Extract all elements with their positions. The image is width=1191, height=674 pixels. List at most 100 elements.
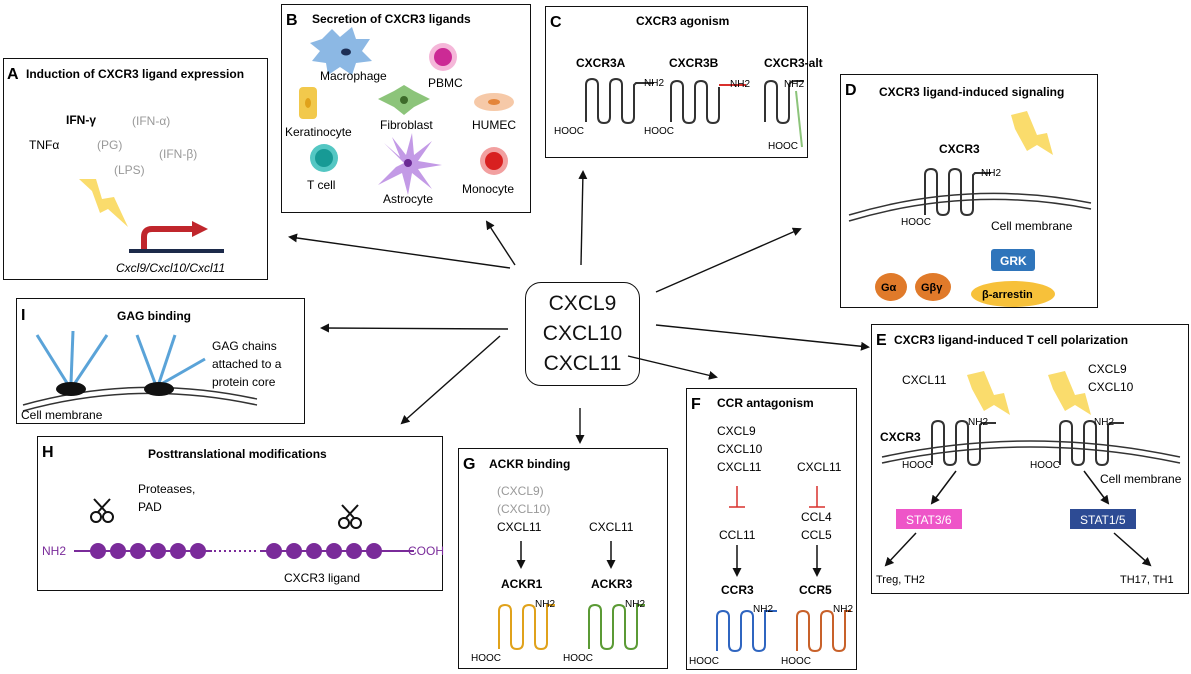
center-label: CXCL9 — [548, 292, 617, 315]
panel-letter: A — [7, 66, 19, 83]
hooc-label: HOOC — [563, 653, 593, 664]
panel-c: C CXCR3 agonism CXCR3A CXCR3B CXCR3-alt … — [545, 6, 823, 158]
panel-i: I GAG binding GAG chains attached to a p… — [16, 298, 305, 424]
cxcr3-alt-tail — [795, 90, 803, 148]
panel-letter: B — [286, 12, 298, 29]
panel-title: Secretion of CXCR3 ligands — [312, 12, 471, 26]
panel-title: CCR antagonism — [717, 396, 814, 410]
humec-nucleus — [488, 99, 500, 105]
panel-letter: C — [550, 14, 562, 31]
inducer-label: (IFN-β) — [159, 147, 197, 161]
receptor-label: CXCR3 — [939, 142, 980, 156]
astrocyte-nucleus — [404, 159, 412, 167]
cell-membrane — [848, 192, 1092, 222]
arrow-to-stat-right — [1083, 470, 1110, 505]
panel-title: ACKR binding — [489, 457, 570, 471]
hooc-label: HOOC — [689, 656, 719, 667]
g-beta-gamma-blob — [915, 273, 951, 301]
center-label: CXCL10 — [542, 322, 623, 345]
agonist-label: CCL5 — [801, 528, 832, 542]
ligand-label: CXCL9 — [717, 424, 756, 438]
nh2-label: NH2 — [1094, 417, 1114, 428]
ligand-label: (CXCL9) — [497, 484, 544, 498]
outcome-label: Treg, TH2 — [876, 574, 925, 586]
panel-title: Posttranslational modifications — [148, 447, 327, 461]
lightning-icon — [967, 371, 1010, 415]
ligand-label: (CXCL10) — [497, 502, 550, 516]
agonist-label: CCL11 — [719, 528, 756, 542]
ligand-label: CXCL11 — [589, 520, 634, 534]
nh2-label: NH2 — [833, 604, 853, 615]
gag-label: protein core — [212, 375, 276, 389]
ccr5-receptor — [796, 609, 851, 653]
arrow-to-a — [288, 233, 511, 269]
membrane-label: Cell membrane — [1100, 472, 1182, 486]
nh2-label: NH2 — [753, 604, 773, 615]
enzyme-label: PAD — [138, 500, 162, 514]
lightning-icon — [1048, 371, 1091, 415]
cell-label: Macrophage — [320, 69, 387, 83]
stat15-box — [1070, 509, 1136, 529]
panel-g: G ACKR binding (CXCL9) (CXCL10) CXCL11 C… — [458, 448, 668, 669]
hooc-label: HOOC — [781, 656, 811, 667]
arrow-to-tcell-left — [884, 532, 917, 567]
cell-label: HUMEC — [472, 118, 516, 132]
cxcr3b-receptor — [670, 79, 720, 125]
panel-e: E CXCR3 ligand-induced T cell polarizati… — [871, 324, 1189, 594]
cell-label: Keratinocyte — [285, 125, 352, 139]
pbmc-nucleus — [434, 48, 452, 66]
receptor-label: ACKR1 — [501, 577, 543, 591]
ligand-label: CXCL11 — [497, 520, 542, 534]
panel-title: Induction of CXCR3 ligand expression — [26, 67, 244, 81]
hooc-label: HOOC — [554, 126, 584, 137]
grk-label: GRK — [1000, 254, 1027, 268]
hooc-label: HOOC — [1030, 460, 1060, 471]
agonist-label: CCL4 — [801, 510, 832, 524]
hooc-label: HOOC — [901, 217, 931, 228]
cooh-label: COOH — [408, 544, 444, 558]
lightning-icon — [1011, 111, 1053, 155]
outcome-label: TH17, TH1 — [1120, 574, 1174, 586]
gag-chains — [35, 330, 206, 385]
receptor-label: CXCR3B — [669, 56, 719, 70]
panel-letter: F — [691, 396, 701, 413]
keratinocyte-nucleus — [305, 98, 311, 108]
monocyte-nucleus — [485, 152, 503, 170]
scissors-icon — [338, 504, 362, 529]
lightning-icon — [79, 179, 128, 227]
panel-h: H Posttranslational modifications Protea… — [37, 436, 444, 591]
g-beta-gamma-label: Gβγ — [921, 282, 943, 294]
nh2-label: NH2 — [644, 78, 664, 89]
macrophage-icon — [310, 27, 372, 75]
stat-label: STAT1/5 — [1080, 513, 1126, 527]
nh2-label: NH2 — [784, 79, 804, 90]
panel-letter: E — [876, 332, 887, 349]
nh2-label: NH2 — [535, 599, 555, 610]
panel-b: B Secretion of CXCR3 ligands Macrophage … — [281, 4, 531, 213]
cell-label: T cell — [307, 178, 335, 192]
macrophage-nucleus — [341, 48, 351, 56]
arrow-to-h — [400, 335, 501, 425]
fibroblast-nucleus — [400, 96, 408, 104]
receptor-label: CCR5 — [799, 583, 832, 597]
scissors-icon — [90, 498, 114, 523]
protein-core — [144, 382, 174, 396]
cxcr3-receptor-left — [931, 419, 996, 467]
gag-label: GAG chains — [212, 339, 277, 353]
stat36-box — [896, 509, 962, 529]
ligand-label: CXCL10 — [1088, 380, 1134, 394]
receptor-label: CXCR3-alt — [764, 56, 823, 70]
grk-box — [991, 249, 1035, 271]
ligand-label: CXCL10 — [717, 442, 763, 456]
hooc-label: HOOC — [768, 141, 798, 152]
ligand-label: CXCR3 ligand — [284, 571, 360, 585]
arrow-to-i — [320, 323, 509, 333]
panel-title: CXCR3 ligand-induced T cell polarization — [894, 333, 1128, 347]
inducer-label: (LPS) — [114, 163, 145, 177]
panel-title: CXCR3 ligand-induced signaling — [879, 85, 1064, 99]
membrane-label: Cell membrane — [21, 408, 103, 422]
amino-acid-residues — [90, 543, 382, 559]
transcription-arrow-icon — [141, 226, 194, 249]
cell-label: Monocyte — [462, 182, 514, 196]
